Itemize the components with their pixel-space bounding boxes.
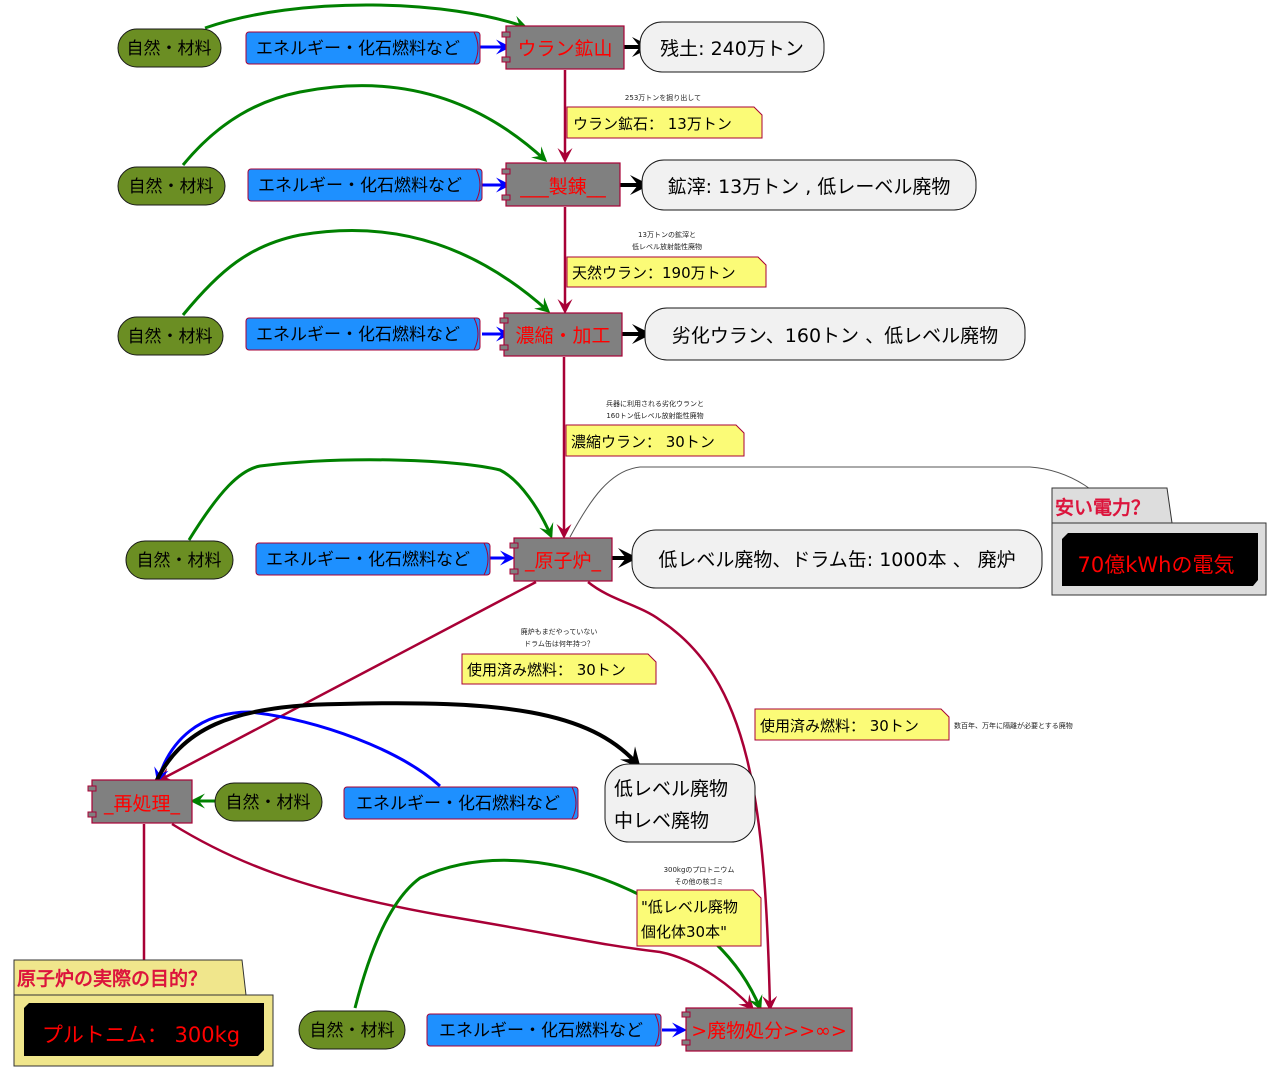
power-frame-title: 安い電力？ xyxy=(1055,496,1150,519)
flow-note-text: 濃縮ウラン： 30トン xyxy=(571,433,715,451)
process-label: _再処理_ xyxy=(103,793,181,815)
edge-nature-to-refine xyxy=(181,84,548,166)
energy-label: エネルギー・化石燃料など xyxy=(439,1021,643,1041)
energy-node: エネルギー・化石燃料など xyxy=(343,786,579,820)
nature-node: 自然・材料 xyxy=(214,782,323,822)
edge-reactor-to-reprocess xyxy=(157,580,537,782)
flow-note-text: "低レベル廃物 xyxy=(641,898,738,916)
nature-node: 自然・材料 xyxy=(125,540,234,580)
waste-cloud-enrich: 劣化ウラン、160トン 、低レベル廃物 xyxy=(644,307,1026,361)
flow-note-text: 天然ウラン：190万トン xyxy=(572,264,736,282)
nature-label: 自然・材料 xyxy=(137,551,222,571)
process-node-refine[interactable]: ___製錬__ xyxy=(501,162,621,207)
flow-caption: 253万トンを掘り出して xyxy=(625,93,701,102)
flow-note: "低レベル廃物 個化体30本" xyxy=(636,889,762,947)
flow-note: 濃縮ウラン： 30トン xyxy=(565,424,745,457)
waste-cloud-refine: 鉱滓: 13万トン , 低レーベル廃物 xyxy=(641,159,977,211)
nature-label: 自然・材料 xyxy=(128,327,213,347)
waste-label: 低レベル廃物 xyxy=(614,778,728,800)
process-label: ウラン鉱山 xyxy=(517,38,612,60)
flow-caption: 廃炉もまだやっていない xyxy=(521,627,598,636)
energy-node: エネルギー・化石燃料など xyxy=(255,542,491,576)
energy-node: エネルギー・化石燃料など xyxy=(245,317,481,351)
waste-label: 残土: 240万トン xyxy=(660,38,804,60)
purpose-frame: 原子炉の実際の目的？ プルトニム： 300kg xyxy=(13,959,274,1067)
process-node-reprocess[interactable]: _再処理_ xyxy=(87,779,193,824)
energy-node: エネルギー・化石燃料など xyxy=(245,31,481,65)
flow-caption: その他の核ゴミ xyxy=(675,877,724,886)
waste-label: 劣化ウラン、160トン 、低レベル廃物 xyxy=(672,325,998,347)
energy-label: エネルギー・化石燃料など xyxy=(256,39,460,59)
process-node-mine[interactable]: ウラン鉱山 xyxy=(501,25,625,70)
flow-note: ウラン鉱石： 13万トン xyxy=(566,106,763,139)
edge-reactor-to-disposal xyxy=(587,581,778,1011)
waste-cloud-reactor: 低レベル廃物、ドラム缶: 1000本 、 廃炉 xyxy=(631,529,1043,589)
process-label: >廃物処分>>∞> xyxy=(691,1020,847,1042)
energy-label: エネルギー・化石燃料など xyxy=(266,550,470,570)
edge-reactor-to-power xyxy=(569,466,1136,538)
nature-node: 自然・材料 xyxy=(117,28,222,68)
energy-label: エネルギー・化石燃料など xyxy=(356,794,560,814)
energy-node: エネルギー・化石燃料など xyxy=(247,168,483,202)
waste-cloud-reprocess: 低レベル廃物 中レベ廃物 xyxy=(604,763,756,843)
edge-reprocess-to-waste xyxy=(153,701,641,785)
flow-note-text: 使用済み燃料： 30トン xyxy=(467,661,626,679)
nature-node: 自然・材料 xyxy=(298,1010,406,1050)
waste-cloud-mine: 残土: 240万トン xyxy=(639,21,825,73)
flow-note-text: 個化体30本" xyxy=(641,923,727,941)
edge-nature-to-reactor xyxy=(187,458,554,541)
flow-caption: 160トン低レベル放射能性廃物 xyxy=(606,411,703,420)
waste-label: 中レベ廃物 xyxy=(614,810,709,832)
purpose-frame-content: プルトニム： 300kg xyxy=(42,1023,240,1047)
edge-reprocess-to-disposal xyxy=(171,822,755,1011)
waste-label: 低レベル廃物、ドラム缶: 1000本 、 廃炉 xyxy=(658,549,1015,571)
process-label: ___製錬__ xyxy=(519,176,606,198)
edge-energy-to-reprocess xyxy=(154,710,442,788)
flow-caption: ドラム缶は何年持つ？ xyxy=(524,639,594,648)
flow-caption: 数百年、万年に隔離が必要とする廃物 xyxy=(954,721,1073,730)
process-node-enrich[interactable]: 濃縮・加工 xyxy=(499,312,623,357)
power-frame: 安い電力？ 70億kWhの電気 xyxy=(1051,487,1267,596)
flow-note: 使用済み燃料： 30トン xyxy=(754,708,950,741)
process-label: 濃縮・加工 xyxy=(515,325,610,347)
edge-nature-to-enrich xyxy=(181,228,551,316)
edge-nature-to-mine xyxy=(204,3,528,31)
purpose-frame-title: 原子炉の実際の目的？ xyxy=(17,967,207,990)
flow-note: 使用済み燃料： 30トン xyxy=(461,653,657,685)
flow-caption: 低レベル放射能性廃物 xyxy=(632,242,702,251)
energy-node: エネルギー・化石燃料など xyxy=(426,1013,662,1047)
energy-label: エネルギー・化石燃料など xyxy=(256,325,460,345)
flow-caption: 300kgのプロトニウム xyxy=(664,866,735,874)
energy-label: エネルギー・化石燃料など xyxy=(258,176,462,196)
nature-label: 自然・材料 xyxy=(127,39,212,59)
waste-label: 鉱滓: 13万トン , 低レーベル廃物 xyxy=(668,176,951,198)
nature-node: 自然・材料 xyxy=(117,316,224,356)
flow-caption: 13万トンの鉱滓と xyxy=(638,230,696,239)
process-label: _原子炉_ xyxy=(524,550,602,572)
nature-label: 自然・材料 xyxy=(226,793,311,813)
flow-note: 天然ウラン：190万トン xyxy=(566,256,767,288)
flow-note-text: ウラン鉱石： 13万トン xyxy=(573,115,732,133)
power-frame-content: 70億kWhの電気 xyxy=(1078,553,1235,577)
nature-label: 自然・材料 xyxy=(129,177,214,197)
flow-caption: 兵器に利用される劣化ウランと xyxy=(606,399,704,408)
flow-note-text: 使用済み燃料： 30トン xyxy=(760,717,919,735)
process-node-disposal[interactable]: >廃物処分>>∞> xyxy=(681,1007,853,1052)
nature-node: 自然・材料 xyxy=(117,166,226,206)
nature-label: 自然・材料 xyxy=(310,1021,395,1041)
process-node-reactor[interactable]: _原子炉_ xyxy=(509,537,613,582)
